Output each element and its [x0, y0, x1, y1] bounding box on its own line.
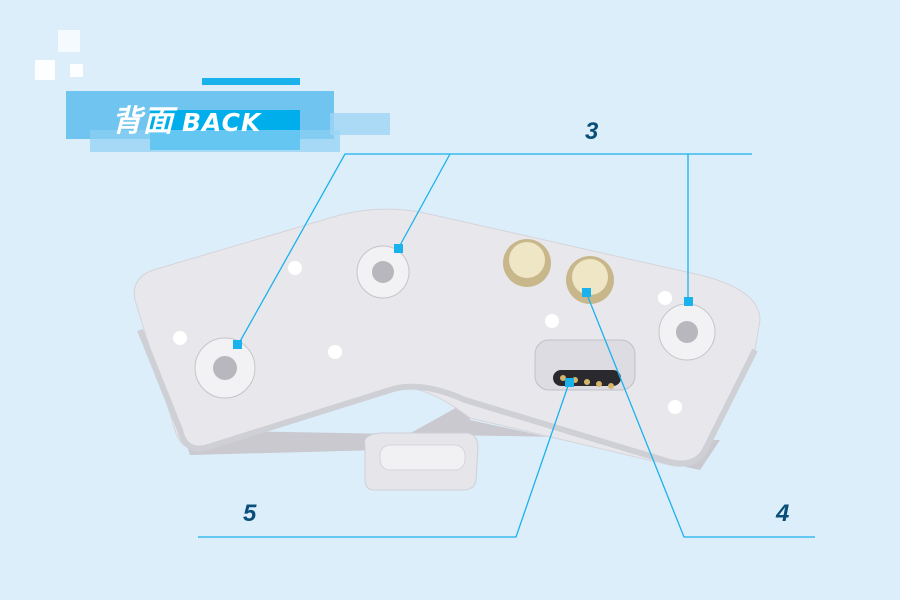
screw-mount: [658, 303, 716, 361]
decor-square: [58, 30, 80, 52]
decor-bar: [90, 130, 340, 152]
device-edge: [137, 328, 758, 467]
callout-lines: [198, 153, 815, 538]
title-english: BACK: [182, 108, 262, 137]
decor-bar: [330, 113, 390, 135]
callout-label-5: 5: [243, 500, 257, 527]
magnetic-contact: [566, 256, 614, 304]
callout-label-3: 3: [585, 118, 599, 145]
section-title: 背面 BACK: [112, 96, 261, 140]
decor-bar: [202, 78, 300, 85]
magnetic-contact: [503, 239, 551, 287]
screw-mount: [194, 337, 256, 399]
screw-mount: [356, 245, 410, 299]
decor-square: [35, 60, 55, 80]
callout-label-4: 4: [776, 500, 790, 527]
title-chinese: 背面: [112, 104, 174, 139]
decor-square: [70, 64, 83, 77]
callout-markers: [233, 244, 693, 387]
